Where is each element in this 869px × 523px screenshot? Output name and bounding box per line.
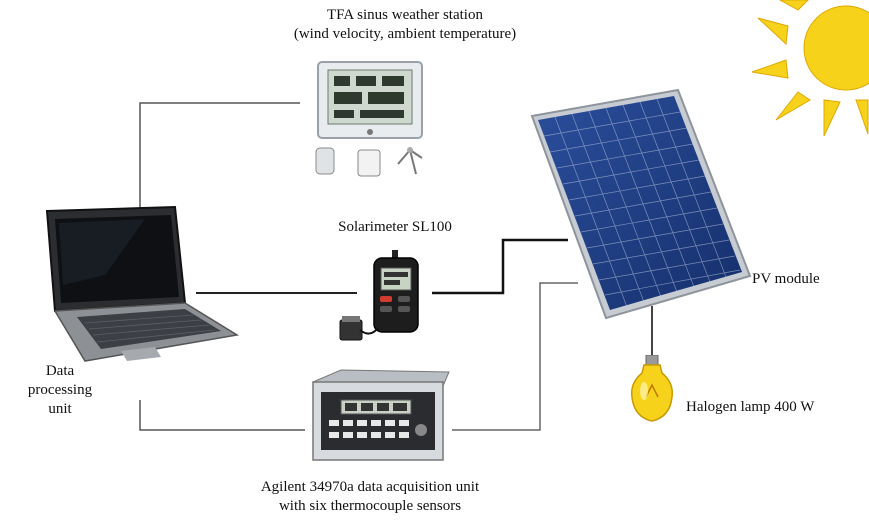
- wire-solarimeter-pv: [432, 238, 568, 295]
- halogen-lamp-icon: [630, 355, 674, 422]
- daq-line-2: with six thermocouple sensors: [278, 498, 462, 514]
- data-processing-line-2: processing: [27, 382, 93, 398]
- sun-icon: [751, 0, 869, 137]
- data-processing-line-1: Data: [45, 363, 75, 379]
- pv-module-image: [530, 88, 752, 320]
- weather-station-subtitle: (wind velocity, ambient temperature): [293, 26, 517, 42]
- data-processing-caption: Data processing unit: [10, 362, 110, 419]
- wire-laptop-daq: [139, 400, 305, 431]
- weather-station-caption: TFA sinus weather station (wind velocity…: [255, 6, 555, 44]
- weather-station-image: [315, 61, 423, 177]
- halogen-lamp-label: Halogen lamp 400 W: [686, 399, 815, 415]
- laptop-image: [45, 205, 240, 362]
- daq-unit-image: [312, 369, 450, 461]
- wire-daq-pv: [452, 282, 578, 431]
- solarimeter-image: [339, 250, 419, 341]
- wire-laptop-weather: [139, 102, 300, 213]
- weather-station-title: TFA sinus weather station: [327, 7, 483, 23]
- daq-line-1: Agilent 34970a data acquisition unit: [260, 479, 480, 495]
- daq-caption: Agilent 34970a data acquisition unit wit…: [190, 478, 550, 516]
- solarimeter-label: Solarimeter SL100: [338, 219, 452, 235]
- pv-module-label: PV module: [752, 271, 820, 287]
- data-processing-line-3: unit: [48, 401, 72, 417]
